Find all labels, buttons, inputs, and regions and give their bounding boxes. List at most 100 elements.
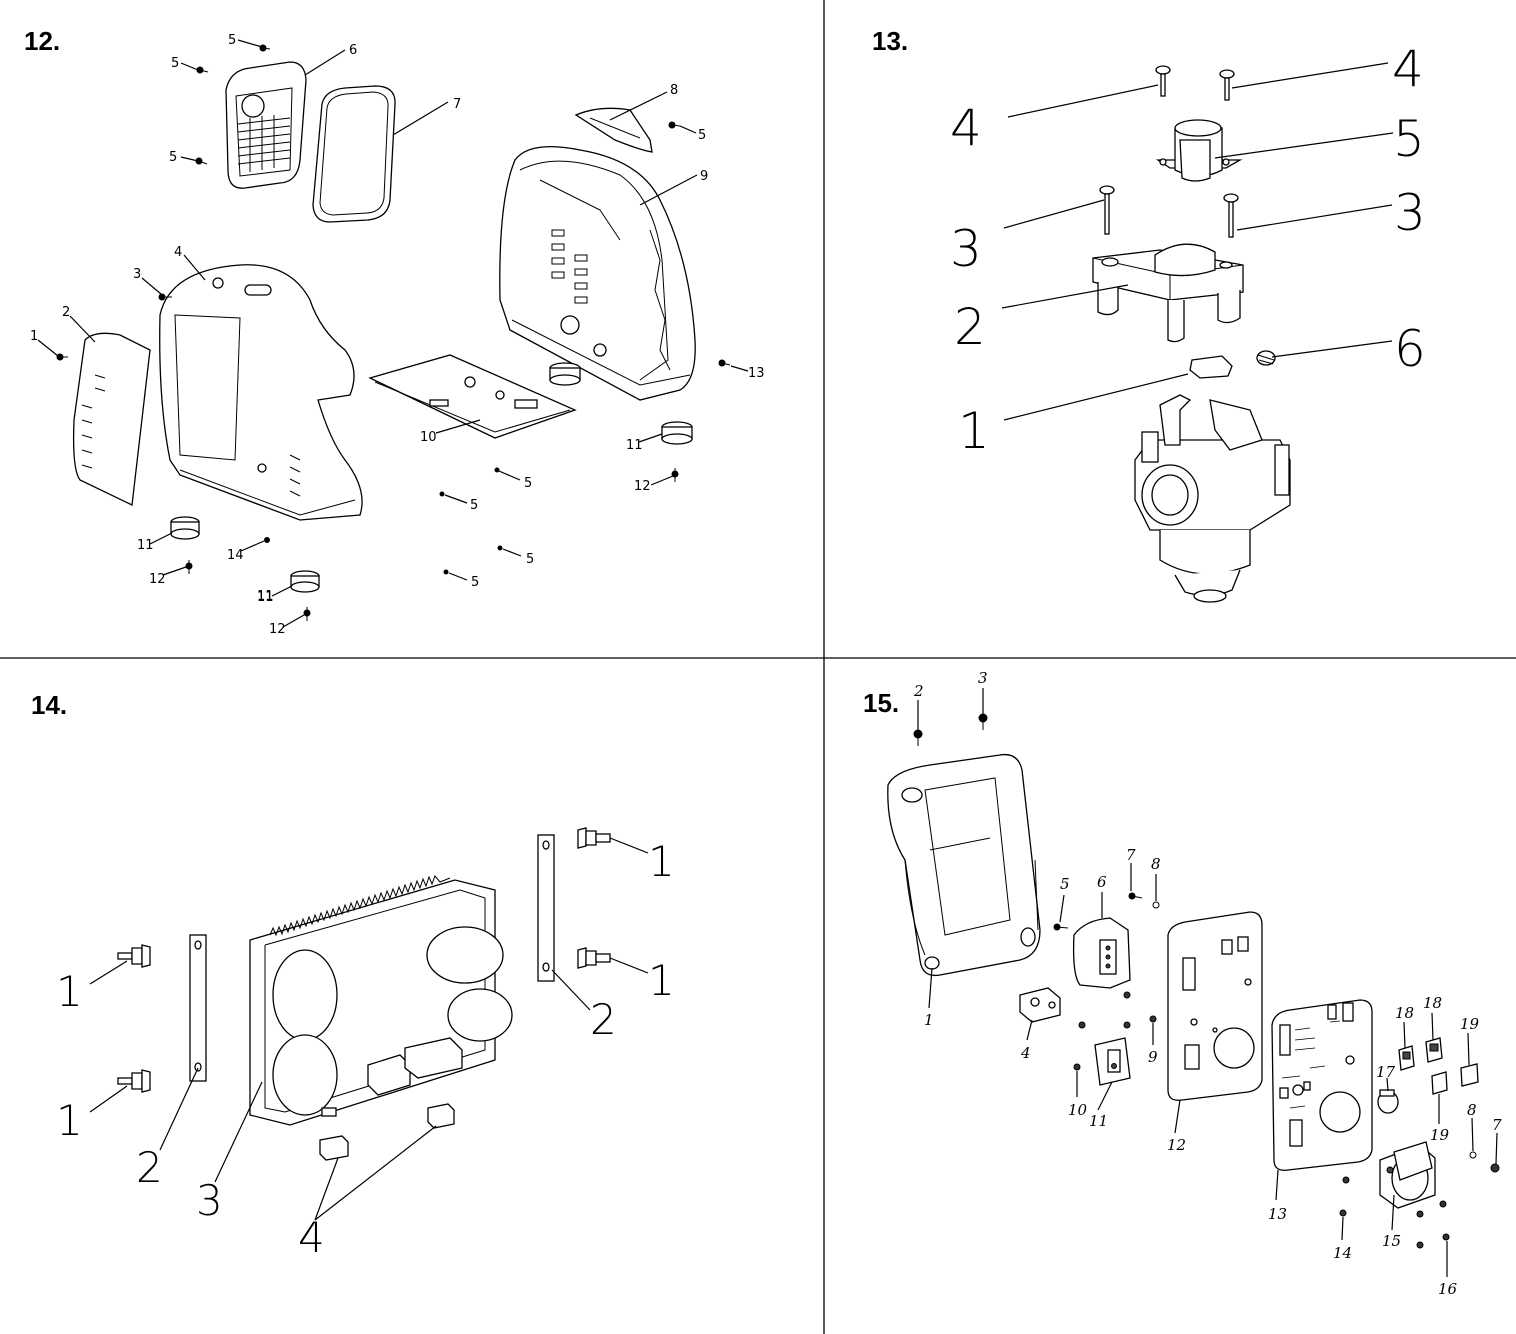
part-switch xyxy=(1094,1037,1131,1086)
label: 11 xyxy=(626,438,643,453)
label: 5 xyxy=(171,56,179,71)
label: 2 xyxy=(136,1143,163,1192)
label: 3 xyxy=(978,669,988,687)
label: 5 xyxy=(524,476,532,491)
label: 3 xyxy=(196,1176,223,1225)
part-control-plate xyxy=(1167,911,1263,1101)
part-grille-cover xyxy=(225,61,307,189)
part-carburetor xyxy=(1134,394,1291,603)
label: 2 xyxy=(913,682,924,700)
label: 19 xyxy=(1460,1015,1480,1033)
part-mounting-block xyxy=(1092,243,1244,343)
part-left-housing xyxy=(159,264,363,521)
labels-panel-13: 4 4 5 3 3 2 6 1 xyxy=(950,40,1426,460)
panel-15: 15. xyxy=(863,669,1502,1298)
label: 9 xyxy=(700,169,708,184)
label: 7 xyxy=(1126,846,1136,864)
label: 4 xyxy=(1020,1044,1031,1062)
leader-lines-panel-12 xyxy=(37,39,749,628)
label: 5 xyxy=(470,498,478,513)
label: 7 xyxy=(1492,1116,1502,1134)
label: 13 xyxy=(748,366,765,381)
label: 1 xyxy=(648,956,675,1005)
label: 3 xyxy=(1394,184,1426,242)
part-screws-top xyxy=(913,713,988,746)
leader-lines-panel-14 xyxy=(89,837,649,1221)
label: 8 xyxy=(1467,1101,1477,1119)
label: 2 xyxy=(62,305,70,320)
label: 4 xyxy=(950,99,982,157)
label: 9 xyxy=(1148,1048,1158,1066)
part-front-label-panel xyxy=(1271,999,1373,1171)
part-base-plate xyxy=(368,354,577,439)
label: 19 xyxy=(1430,1126,1450,1144)
label: 12 xyxy=(269,622,286,637)
part-screws-3 xyxy=(1099,185,1239,238)
label: 5 xyxy=(1393,110,1425,168)
panel-12: 12. xyxy=(24,26,765,637)
label: 2 xyxy=(590,995,617,1044)
part-side-panel xyxy=(72,332,151,506)
label: 5 xyxy=(471,575,479,590)
labels-panel-12: 5 6 5 7 8 5 5 9 4 3 2 1 10 13 11 11 12 5… xyxy=(30,33,765,637)
label: 14 xyxy=(227,548,244,563)
label: 5 xyxy=(169,150,177,165)
part-small-screws xyxy=(1053,892,1160,931)
label: 12 xyxy=(149,572,166,587)
label: 18 xyxy=(1423,994,1442,1012)
label: 5 xyxy=(526,552,534,567)
panel-15-title: 15. xyxy=(863,688,899,718)
labels-panel-15: 2 3 1 5 6 7 8 4 9 10 11 12 13 18 18 19 1… xyxy=(913,669,1502,1298)
label: 3 xyxy=(133,267,141,282)
part-right-housing xyxy=(499,146,696,401)
part-gasket xyxy=(312,85,396,223)
label: 14 xyxy=(1333,1244,1352,1262)
label: 3 xyxy=(950,220,982,278)
part-front-frame xyxy=(887,753,1041,977)
label: 6 xyxy=(349,43,357,58)
label: 15 xyxy=(1382,1232,1401,1250)
label: 1 xyxy=(958,402,990,460)
part-brackets xyxy=(189,834,555,1082)
label: 4 xyxy=(174,245,182,260)
part-breaker xyxy=(1019,987,1061,1023)
label: 13 xyxy=(1268,1205,1287,1223)
label: 8 xyxy=(1151,855,1161,873)
label: 1 xyxy=(56,967,83,1016)
label: 6 xyxy=(1394,320,1426,378)
part-outlet xyxy=(1379,1141,1436,1209)
label: 10 xyxy=(1068,1101,1088,1119)
panel-14-title: 14. xyxy=(31,690,67,720)
part-bolts xyxy=(117,827,611,1093)
label: 5 xyxy=(698,128,706,143)
label: 1 xyxy=(648,837,675,886)
part-rocker-switches xyxy=(1377,1037,1479,1114)
label: 4 xyxy=(298,1213,325,1262)
panel-13-title: 13. xyxy=(872,26,908,56)
label: 1 xyxy=(30,329,38,344)
panel-14: 14. xyxy=(31,690,675,1262)
label: 16 xyxy=(1438,1280,1458,1298)
part-rubber-feet xyxy=(170,362,693,593)
label: 6 xyxy=(1097,873,1107,891)
label: 12 xyxy=(634,479,651,494)
part-bottom-screws xyxy=(1339,1151,1500,1249)
label: 5 xyxy=(1060,875,1070,893)
part-inverter-module xyxy=(249,875,513,1126)
part-screws-4 xyxy=(1155,65,1235,101)
label: 17 xyxy=(1376,1063,1396,1081)
label: 7 xyxy=(453,97,461,112)
part-nuts xyxy=(1073,991,1157,1071)
leader-lines-panel-15 xyxy=(917,688,1498,1277)
labels-panel-14: 1 1 1 1 2 2 3 4 xyxy=(56,837,675,1262)
label: 1 xyxy=(924,1011,934,1029)
label: 1 xyxy=(56,1096,83,1145)
label: 12 xyxy=(1167,1136,1186,1154)
part-filter-element xyxy=(1155,119,1243,182)
part-socket-module xyxy=(1072,917,1131,989)
label: 5 xyxy=(228,33,236,48)
panel-12-title: 12. xyxy=(24,26,60,56)
screws-panel-12 xyxy=(56,44,731,621)
label: 8 xyxy=(670,83,678,98)
label: 10 xyxy=(420,430,437,445)
